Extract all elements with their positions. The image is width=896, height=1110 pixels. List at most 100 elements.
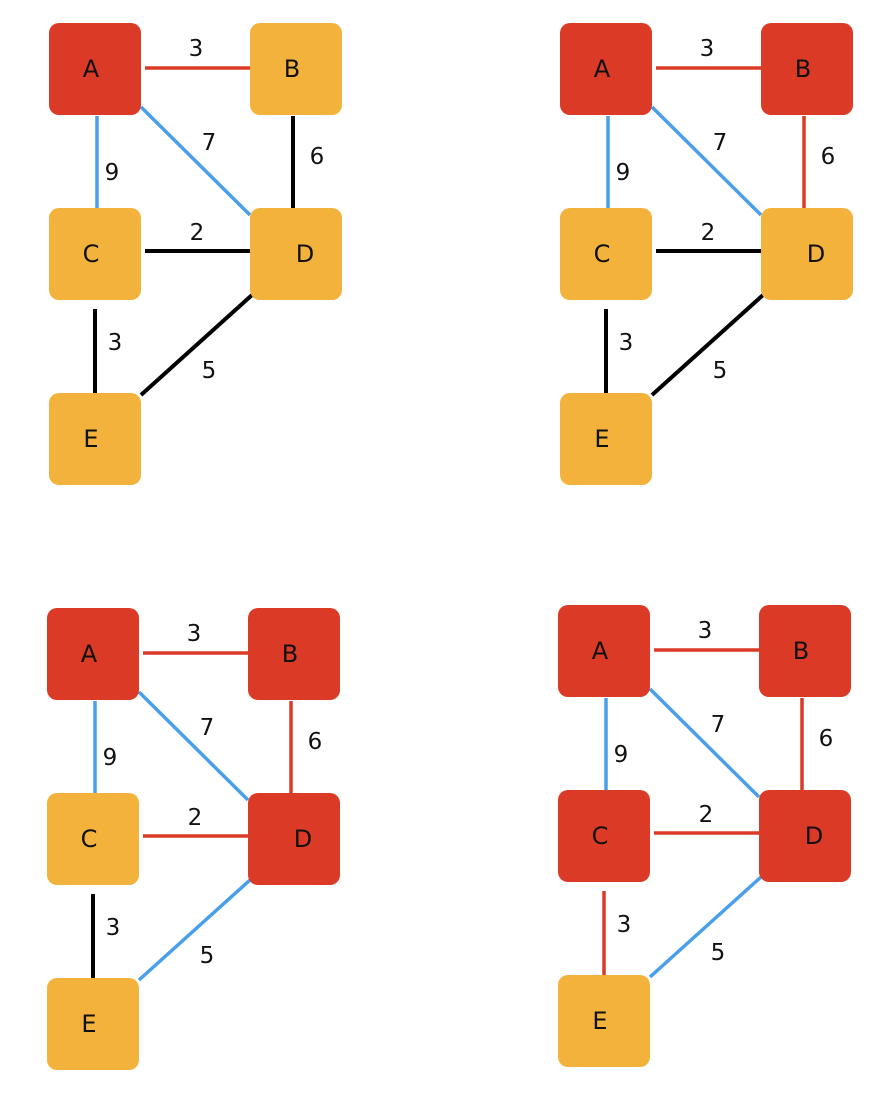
edge-weight-cd: 2 (190, 220, 205, 246)
node-b: B (759, 605, 851, 697)
node-d: D (759, 790, 851, 882)
edge-ad (650, 105, 763, 217)
node-c: C (47, 793, 139, 885)
edge-weight-ab: 3 (187, 621, 202, 647)
node-e: E (560, 393, 652, 485)
edge-weight-ab: 3 (698, 618, 713, 644)
edge-weight-ab: 3 (700, 36, 715, 62)
node-box-b (759, 605, 851, 697)
node-d: D (250, 208, 342, 300)
node-label-c: C (81, 825, 98, 853)
edge-weight-cd: 2 (701, 220, 716, 246)
node-box-b (250, 23, 342, 115)
step-panel-3: 3 9 7 6 2 3 5 A B C D E (47, 608, 340, 1070)
edge-weight-de: 5 (711, 940, 726, 966)
node-c: C (49, 208, 141, 300)
node-box-c (47, 793, 139, 885)
node-c: C (560, 208, 652, 300)
node-a: A (49, 23, 141, 115)
node-box-e (49, 393, 141, 485)
node-box-d (248, 793, 340, 885)
node-label-d: D (294, 825, 312, 853)
edge-weight-ac: 9 (105, 160, 120, 186)
node-label-b: B (793, 637, 809, 665)
edge-weight-ac: 9 (103, 745, 118, 771)
node-label-a: A (594, 55, 611, 83)
node-e: E (49, 393, 141, 485)
node-label-c: C (594, 240, 611, 268)
edge-weight-bd: 6 (308, 729, 323, 755)
node-label-a: A (592, 637, 609, 665)
node-b: B (250, 23, 342, 115)
node-box-c (558, 790, 650, 882)
edge-weight-ad: 7 (202, 130, 217, 156)
node-box-c (49, 208, 141, 300)
step-panel-2: 3 9 7 6 2 3 5 A B C D E (560, 23, 853, 485)
node-box-d (761, 208, 853, 300)
step-panel-1: 3 9 7 6 2 3 5 A B C D E (49, 23, 342, 485)
edge-weight-ce: 3 (617, 912, 632, 938)
edge-weight-de: 5 (202, 358, 217, 384)
node-box-e (47, 978, 139, 1070)
node-box-d (250, 208, 342, 300)
edge-weight-ab: 3 (189, 36, 204, 62)
node-box-a (47, 608, 139, 700)
node-box-e (560, 393, 652, 485)
edge-weight-ad: 7 (711, 712, 726, 738)
node-e: E (47, 978, 139, 1070)
edge-ad (139, 105, 252, 217)
node-d: D (248, 793, 340, 885)
node-label-e: E (592, 1007, 607, 1035)
edge-ad (648, 687, 761, 799)
edge-de (139, 293, 254, 397)
edge-weight-ce: 3 (106, 915, 121, 941)
node-label-b: B (284, 55, 300, 83)
node-label-d: D (807, 240, 825, 268)
node-b: B (248, 608, 340, 700)
edge-de (648, 875, 763, 979)
edge-de (650, 293, 765, 397)
node-label-a: A (83, 55, 100, 83)
edge-weight-ac: 9 (616, 160, 631, 186)
node-label-b: B (282, 640, 298, 668)
edge-weight-bd: 6 (310, 144, 325, 170)
node-label-d: D (805, 822, 823, 850)
node-box-b (248, 608, 340, 700)
edge-weight-ce: 3 (619, 330, 634, 356)
node-a: A (560, 23, 652, 115)
edge-weight-bd: 6 (819, 726, 834, 752)
node-box-c (560, 208, 652, 300)
edge-weight-bd: 6 (821, 144, 836, 170)
node-label-e: E (594, 425, 609, 453)
node-label-e: E (83, 425, 98, 453)
node-c: C (558, 790, 650, 882)
edge-weight-ac: 9 (614, 742, 629, 768)
node-box-a (560, 23, 652, 115)
node-label-d: D (296, 240, 314, 268)
node-label-c: C (592, 822, 609, 850)
node-e: E (558, 975, 650, 1067)
edge-weight-de: 5 (713, 358, 728, 384)
edge-weight-ad: 7 (713, 130, 728, 156)
node-label-c: C (83, 240, 100, 268)
node-b: B (761, 23, 853, 115)
node-a: A (47, 608, 139, 700)
node-d: D (761, 208, 853, 300)
node-a: A (558, 605, 650, 697)
edge-ad (137, 690, 250, 802)
node-box-a (49, 23, 141, 115)
node-box-e (558, 975, 650, 1067)
node-label-e: E (81, 1010, 96, 1038)
node-label-a: A (81, 640, 98, 668)
edge-weight-ad: 7 (200, 715, 215, 741)
node-label-b: B (795, 55, 811, 83)
edge-weight-ce: 3 (108, 330, 123, 356)
edge-weight-cd: 2 (188, 805, 203, 831)
node-box-a (558, 605, 650, 697)
edge-weight-de: 5 (200, 943, 215, 969)
edge-de (137, 878, 252, 982)
node-box-b (761, 23, 853, 115)
